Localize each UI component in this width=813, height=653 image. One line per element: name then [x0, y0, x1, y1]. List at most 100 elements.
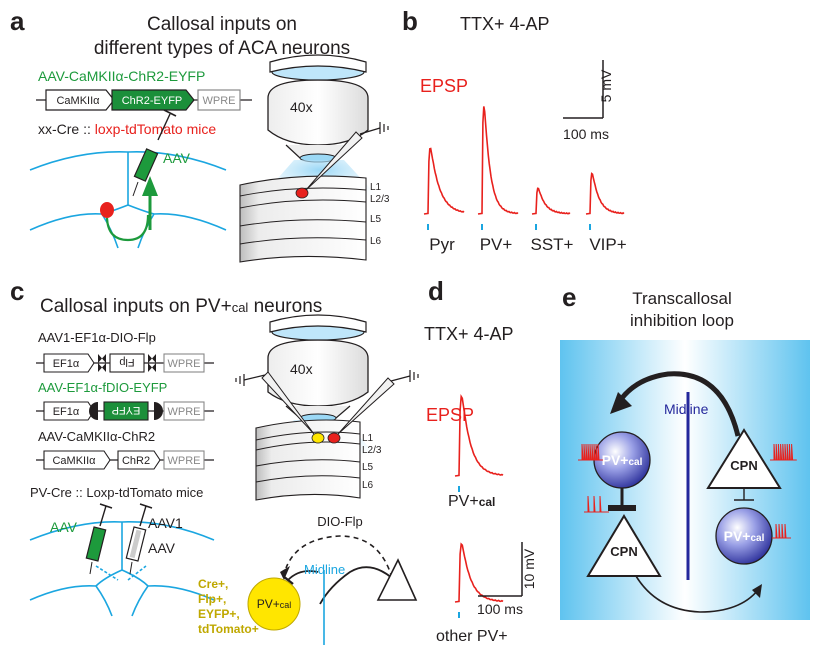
panel-a-title-line2: different types of ACA neurons [94, 38, 350, 59]
marker-cre: Cre+, [198, 577, 228, 591]
cell-label-vip: VIP+ [589, 235, 626, 254]
objective-a-mag: 40x [290, 99, 313, 115]
panel-label-e: e [562, 282, 576, 312]
spike-train-cpn-right [770, 443, 797, 461]
panel-label-a: a [10, 6, 25, 36]
svg-text:EYFP: EYFP [112, 404, 141, 416]
construct-a-promoter: CaMKIIα [56, 95, 100, 107]
svg-text:EF1α: EF1α [53, 406, 80, 418]
panel-label-b: b [402, 6, 418, 36]
callosal-axon-c [319, 566, 393, 605]
cell-label-pyr: Pyr [429, 235, 455, 254]
panel-c-brain-schematic [29, 521, 215, 617]
loop-arrow-bottom [627, 559, 759, 613]
recorded-cell-c-red [327, 432, 341, 444]
scalebar-b-y: 5 mV [598, 69, 614, 102]
panel-a-brain-schematic [29, 151, 227, 249]
panel-b-condition: TTX+ 4-AP [460, 14, 550, 34]
panel-b-epsp: EPSP [420, 76, 468, 96]
panel-a: a Callosal inputs on different types of … [10, 6, 390, 263]
construct-a-wpre: WPRE [203, 95, 236, 107]
svg-text:ChR2: ChR2 [122, 455, 150, 467]
cpn-triangle-c [376, 558, 418, 601]
virus-c-3: AAV-CaMKIIα-ChR2 [38, 429, 155, 444]
svg-text:WPRE: WPRE [168, 455, 201, 467]
panel-d-trace1-label: PV+cal [448, 493, 495, 510]
panel-c-pv-cell: PV+cal [257, 597, 292, 611]
scalebar-b: 5 mV 100 ms [563, 60, 614, 142]
objective-c: 40x [267, 314, 369, 423]
traces-b [423, 106, 625, 230]
scalebar-d-x: 100 ms [477, 601, 523, 617]
panel-c-title: Callosal inputs on PV+cal neurons [40, 296, 322, 317]
panel-b: b TTX+ 4-AP EPSP 5 mV 100 ms Pyr PV+ SST… [402, 6, 627, 254]
slice-a: L1 L2/3 L5 L6 [239, 175, 390, 263]
virus-c-2: AAV-EF1α-fDIO-EYFP [38, 380, 167, 395]
trace-sst [531, 187, 571, 215]
panel-d-condition: TTX+ 4-AP [424, 324, 514, 344]
traces-d [454, 393, 504, 618]
panel-c-midline: Midline [304, 562, 345, 577]
panel-e: e Transcallosal inhibition loop Midline … [560, 282, 810, 620]
loop-arrow-top [620, 371, 741, 437]
wpre-box [197, 89, 241, 111]
cpn-left [586, 514, 662, 577]
svg-text:CaMKIIα: CaMKIIα [52, 455, 96, 467]
layer-c-l23: L2/3 [362, 445, 382, 456]
pv-label-left: PV+cal [602, 452, 643, 468]
pv-label-right: PV+cal [724, 528, 765, 544]
panel-a-aav: AAV [163, 150, 191, 166]
panel-c-aav: AAV [50, 519, 78, 535]
panel-c-aav-lower: AAV [148, 540, 176, 556]
trace-pv-cal [454, 393, 504, 477]
svg-text:EF1α: EF1α [53, 358, 80, 370]
panel-d-epsp: EPSP [426, 405, 474, 425]
layer-a-l23: L2/3 [370, 194, 390, 205]
panel-a-construct: CaMKIIα ChR2-EYFP WPRE [36, 89, 252, 111]
panel-e-title-line2: inhibition loop [630, 311, 734, 330]
panel-d-trace2-label: other PV+ [436, 628, 508, 645]
objective-a: 40x [267, 54, 369, 163]
objective-c-mag: 40x [290, 361, 313, 377]
marker-tdtomato: tdTomato+ [198, 622, 259, 636]
construct-c-1: EF1α Flp WPRE [36, 353, 214, 373]
panel-c-aav1: AAV1 [148, 515, 183, 531]
spike-train-pv-left [578, 443, 603, 461]
scalebar-b-x: 100 ms [563, 126, 609, 142]
panel-d: d TTX+ 4-AP EPSP PV+cal 10 mV 100 ms oth… [424, 276, 537, 645]
layer-a-l6: L6 [370, 236, 382, 247]
red-neuron [100, 202, 114, 218]
construct-c-3: CaMKIIα ChR2 WPRE [36, 450, 214, 470]
scalebar-d-y: 10 mV [521, 548, 537, 589]
construct-a-gene: ChR2-EYFP [122, 95, 183, 107]
dio-flp-arrow [285, 535, 393, 579]
panel-label-c: c [10, 276, 24, 306]
panel-a-title-line1: Callosal inputs on [147, 14, 297, 35]
panel-c-mice: PV-Cre :: Loxp-tdTomato mice [30, 485, 203, 500]
chr2-eyfp-box [111, 89, 195, 111]
panel-a-mice: xx-Cre :: loxp-tdTomato mice [38, 121, 216, 137]
svg-text:WPRE: WPRE [168, 358, 201, 370]
panel-c-dio-flp: DIO-Flp [317, 514, 363, 529]
svg-text:Flp: Flp [119, 356, 134, 368]
construct-c-2: EF1α EYFP WPRE [36, 401, 214, 421]
callosal-projection [105, 214, 150, 242]
injection-arrow-head [142, 176, 158, 196]
layer-c-l5: L5 [362, 462, 374, 473]
trace-pyr [423, 147, 465, 215]
recorded-cell-a [295, 187, 309, 199]
panel-c: c Callosal inputs on PV+cal neurons AAV1… [10, 276, 419, 645]
cell-label-sst: SST+ [531, 235, 574, 254]
trace-pv [477, 106, 519, 215]
cpn-label-left: CPN [610, 544, 637, 559]
trace-vip [585, 172, 625, 215]
marker-eyfp: EYFP+, [198, 607, 240, 621]
spike-train-cpn-left [584, 495, 609, 513]
camkii-promoter-box [45, 89, 115, 111]
layer-a-l1: L1 [370, 182, 382, 193]
spike-train-pv-right [772, 523, 791, 539]
panel-a-virus-label: AAV-CaMKIIα-ChR2-EYFP [38, 68, 205, 84]
recorded-cell-c-yellow [311, 432, 325, 444]
layer-a-l5: L5 [370, 214, 382, 225]
